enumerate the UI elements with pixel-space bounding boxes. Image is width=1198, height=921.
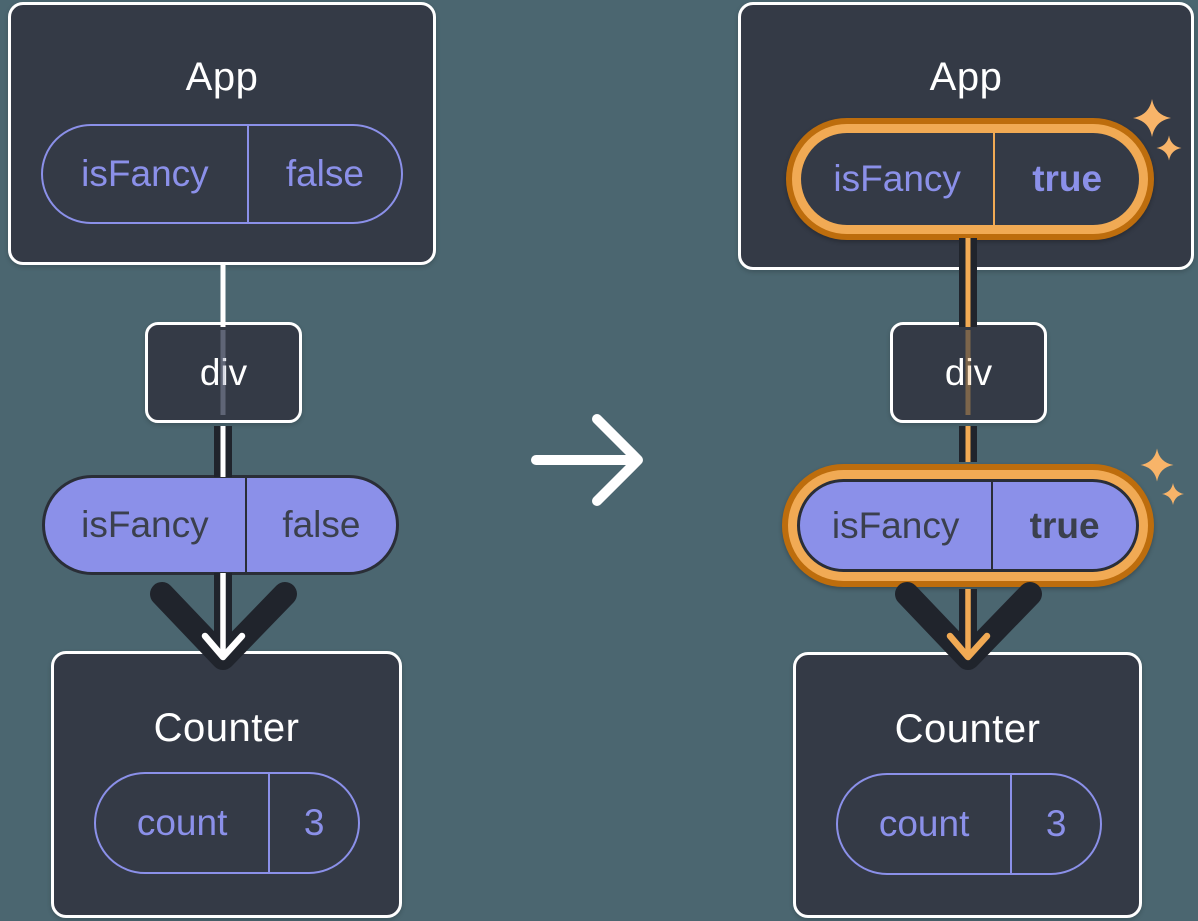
prop-value-label: true: [1032, 158, 1103, 199]
prop-key-label: isFancy: [801, 133, 996, 225]
app-card-before: App isFancy false: [8, 2, 436, 265]
down-chevron-dark: [895, 582, 1042, 670]
counter-card-before: Counter count 3: [51, 651, 402, 918]
app-title: App: [929, 55, 1003, 99]
app-prop-pill-after: isFancy true: [801, 133, 1139, 225]
state-key-label: count: [96, 774, 271, 872]
state-value-label: 3: [303, 802, 325, 843]
div-title: div: [199, 351, 248, 393]
highlight-ring-inner: isFancy true: [788, 470, 1148, 581]
state-value-label: 3: [1045, 803, 1067, 844]
prop-key-label: isFancy: [43, 126, 249, 222]
sparkle-icon: [1140, 448, 1174, 482]
prop-value-label: false: [282, 504, 361, 545]
div-card-after: div: [890, 322, 1047, 423]
prop-key-label: isFancy: [45, 478, 247, 572]
highlight-ring-inner: isFancy true: [792, 124, 1148, 234]
counter-state-pill-after: count 3: [836, 773, 1102, 875]
div-title: div: [944, 351, 993, 393]
div-card-before: div: [145, 322, 302, 423]
passed-prop-pill-before: isFancy false: [42, 475, 399, 575]
counter-card-after: Counter count 3: [793, 652, 1142, 918]
app-prop-pill-before: isFancy false: [41, 124, 403, 224]
counter-title: Counter: [894, 707, 1041, 751]
sparkle-icon: [1162, 483, 1184, 505]
right-arrow-icon-head: [592, 414, 643, 506]
prop-value-label: false: [285, 153, 364, 194]
passed-prop-pill-after: isFancy true: [797, 479, 1139, 572]
app-card-after: App isFancy true: [738, 2, 1194, 270]
counter-state-pill-before: count 3: [94, 772, 360, 874]
down-chevron-dark: [150, 582, 297, 670]
highlight-ring: isFancy true: [782, 464, 1154, 587]
counter-title: Counter: [153, 706, 300, 750]
highlight-ring: isFancy true: [786, 118, 1154, 240]
prop-key-label: isFancy: [800, 482, 994, 569]
state-key-label: count: [838, 775, 1013, 873]
prop-value-label: true: [1029, 504, 1100, 546]
app-title: App: [185, 55, 259, 99]
